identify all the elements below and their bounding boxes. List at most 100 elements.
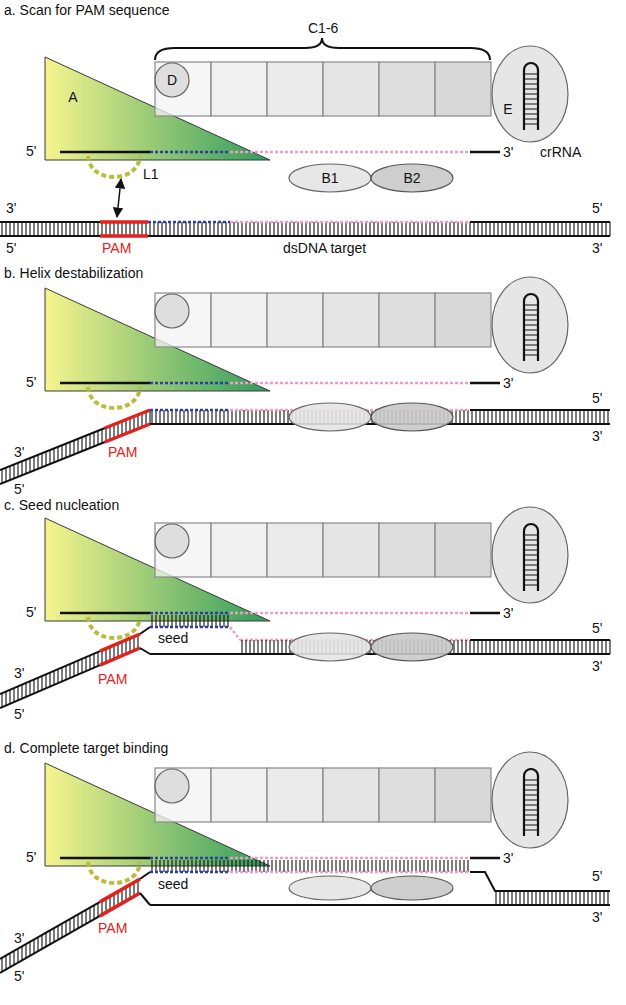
backbone-box <box>435 62 491 116</box>
strand <box>0 665 100 708</box>
label: 5' <box>14 706 24 722</box>
strand <box>100 648 140 665</box>
strand <box>470 221 610 223</box>
backbone-box <box>267 523 323 577</box>
label: c. Seed nucleation <box>4 497 119 513</box>
label: PAM <box>98 671 127 687</box>
strand <box>470 612 500 615</box>
label: 3' <box>14 444 24 460</box>
subunit-ellipse <box>492 46 568 142</box>
backbone-box <box>267 768 323 822</box>
strand <box>470 409 610 411</box>
backbone-box <box>435 523 491 577</box>
label: PAM <box>102 240 131 256</box>
subunit-ellipse <box>289 876 371 900</box>
strand <box>230 857 470 860</box>
strand <box>140 648 150 654</box>
subunit-label-box: A <box>56 86 90 108</box>
hairpin-pairs <box>524 780 538 830</box>
strand <box>0 902 100 959</box>
subunit-name: B1 <box>321 170 338 186</box>
label: seed <box>158 876 188 892</box>
backbone-box <box>155 293 211 347</box>
subunit-ellipse <box>492 507 568 603</box>
hairpin <box>524 63 538 130</box>
label: 5' <box>26 849 36 865</box>
strand <box>105 424 150 442</box>
subunit-label-box: D <box>155 63 189 97</box>
label: 3' <box>503 850 513 866</box>
strand <box>150 904 610 906</box>
backbone-box <box>211 768 267 822</box>
label: 3' <box>592 909 602 925</box>
strand <box>60 382 150 385</box>
label: d. Complete target binding <box>4 740 168 756</box>
strand <box>100 634 140 651</box>
strand <box>150 382 230 385</box>
strand <box>230 612 470 615</box>
label: b. Helix destabilization <box>4 265 143 281</box>
label: 3' <box>592 240 602 256</box>
backbone-box <box>211 62 267 116</box>
hairpin-pairs <box>524 305 538 355</box>
backbone-box <box>211 523 267 577</box>
label: 3' <box>503 375 513 391</box>
subunit-ellipse <box>371 876 453 900</box>
strand <box>470 857 500 860</box>
backbone-box <box>435 768 491 822</box>
strand <box>150 612 230 615</box>
subunit-label-box: B2 <box>371 166 453 190</box>
backbone-box <box>323 523 379 577</box>
subunit-ellipse <box>492 277 568 373</box>
backbone-box <box>323 293 379 347</box>
label: 3' <box>503 144 513 160</box>
l1-loop <box>88 156 140 177</box>
strand <box>150 857 230 860</box>
label: PAM <box>108 444 137 460</box>
strand <box>470 872 610 891</box>
interaction-arrow <box>117 179 121 217</box>
label: L1 <box>143 166 159 182</box>
backbone-box <box>323 768 379 822</box>
subunit-ellipse <box>289 633 371 661</box>
l1-loop <box>88 387 140 408</box>
subunit-circle <box>155 769 189 803</box>
subunit-circle <box>155 63 189 97</box>
strand <box>100 893 140 916</box>
subunit-ellipse <box>289 403 371 431</box>
subunit-ellipse <box>371 164 453 192</box>
strand <box>230 382 470 385</box>
label: 3' <box>503 605 513 621</box>
label: 3' <box>592 428 602 444</box>
label: 5' <box>14 481 24 497</box>
label: 5' <box>592 200 602 216</box>
strand <box>60 612 150 615</box>
strand <box>230 221 470 224</box>
subunit-ellipse <box>492 752 568 848</box>
strand <box>0 916 100 973</box>
hairpin <box>524 524 538 591</box>
label: 5' <box>592 868 602 884</box>
strand <box>470 639 610 641</box>
base-pairs <box>152 860 468 872</box>
subunit-name: D <box>167 72 177 88</box>
label: 5' <box>592 620 602 636</box>
strand <box>100 220 148 224</box>
strand <box>0 235 100 237</box>
subunit-name: E <box>503 101 512 117</box>
strand <box>230 151 470 154</box>
cas-subunit-triangle <box>45 518 270 621</box>
strand <box>148 221 230 224</box>
subunit-ellipse <box>371 403 453 431</box>
label: PAM <box>98 920 127 936</box>
strand <box>150 626 230 629</box>
cas-subunit-triangle <box>45 288 270 391</box>
backbone-box <box>155 62 211 116</box>
strand <box>148 235 610 237</box>
label: 5' <box>14 968 24 984</box>
strand <box>230 871 470 874</box>
strand <box>230 627 240 640</box>
subunit-circle <box>155 524 189 558</box>
base-pairs <box>152 615 228 627</box>
base-pairs <box>2 880 138 972</box>
